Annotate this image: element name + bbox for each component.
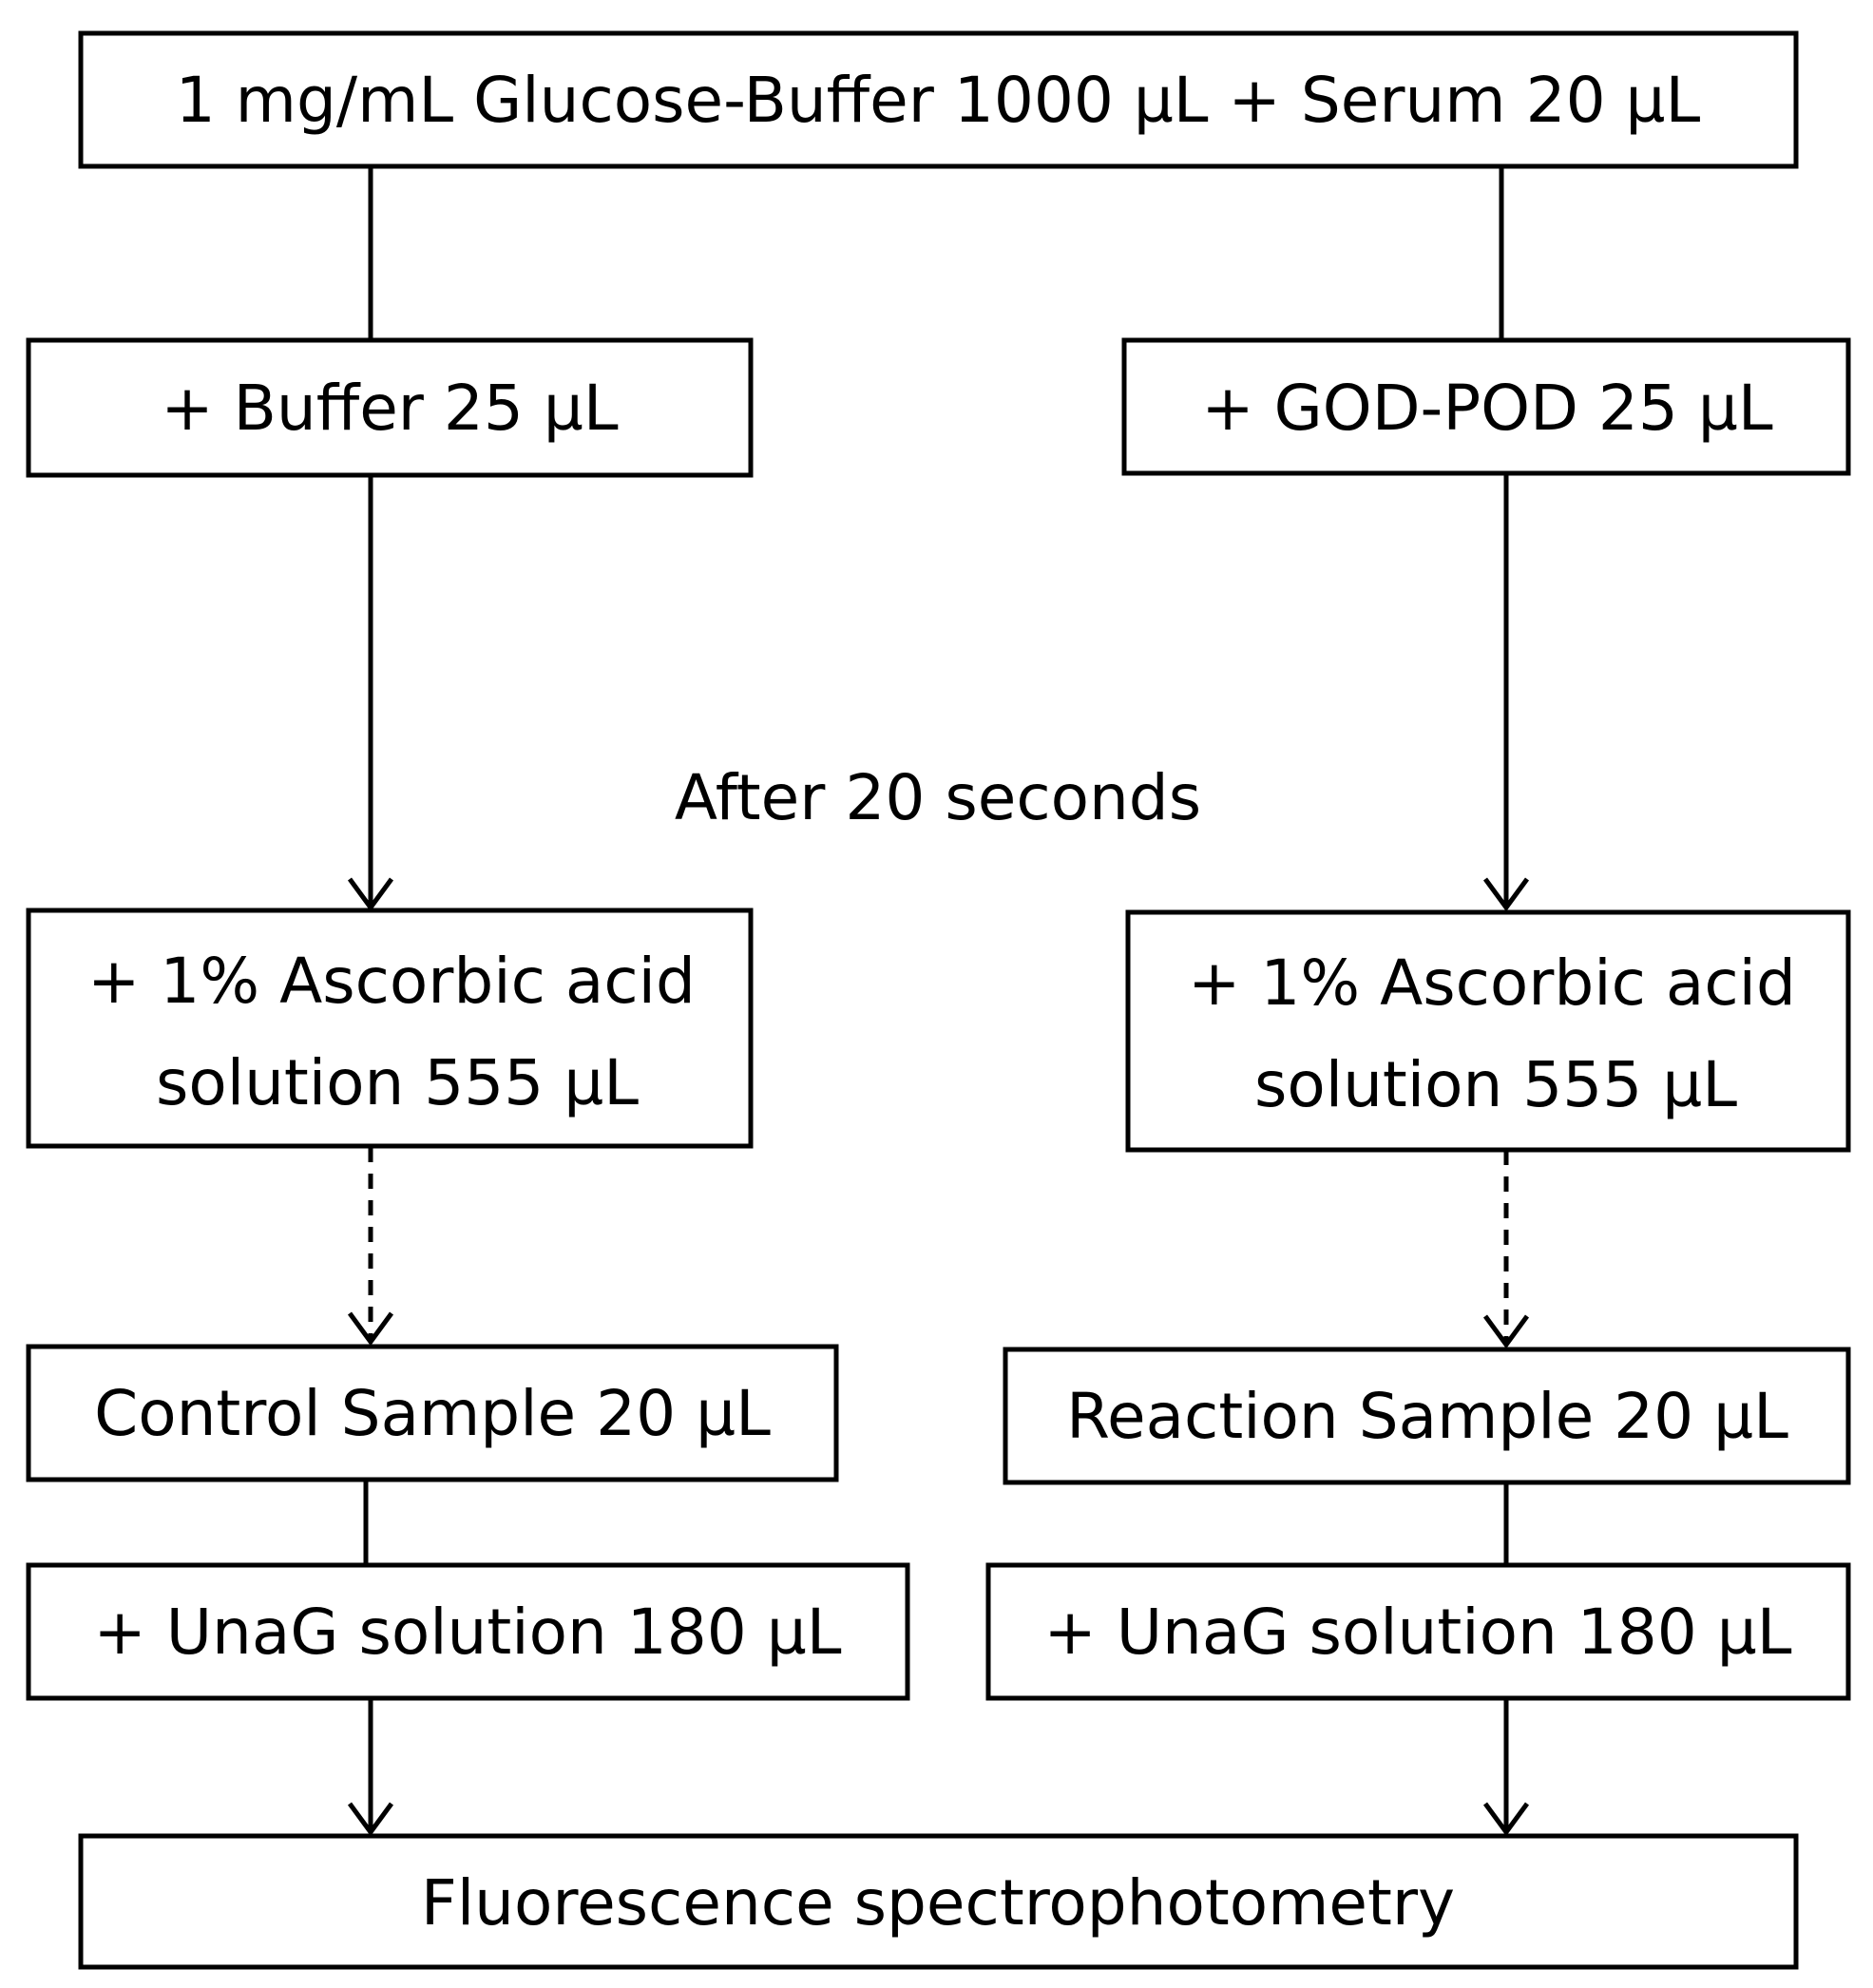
right-acid-box: + 1% Ascorbic acid solution 555 µL [1125, 909, 1851, 1153]
bottom-box: Fluorescence spectrophotometry [78, 1833, 1799, 1970]
arrow-right-add-to-acid [1482, 475, 1530, 912]
dashed-arrow-left-acid-to-sample [347, 1147, 394, 1347]
right-sample-label: Reaction Sample 20 µL [1066, 1380, 1788, 1453]
top-box-label: 1 mg/mL Glucose-Buffer 1000 µL + Serum 2… [176, 64, 1701, 137]
left-unag-box: + UnaG solution 180 µL [26, 1562, 910, 1701]
timing-label: After 20 seconds [675, 761, 1201, 834]
right-acid-line2: solution 555 µL [1254, 1048, 1737, 1121]
left-acid-line1: + 1% Ascorbic acid [87, 945, 696, 1018]
right-add-label: + GOD-POD 25 µL [1201, 372, 1773, 445]
dashed-arrow-right-acid-to-sample [1482, 1150, 1530, 1349]
right-unag-box: + UnaG solution 180 µL [985, 1562, 1851, 1701]
left-acid-box: + 1% Ascorbic acid solution 555 µL [26, 908, 754, 1149]
right-unag-label: + UnaG solution 180 µL [1043, 1596, 1791, 1669]
left-add-box: + Buffer 25 µL [26, 337, 754, 478]
arrow-left-unag-to-bottom [347, 1698, 394, 1837]
left-add-label: + Buffer 25 µL [161, 372, 619, 445]
arrow-right-unag-to-bottom [1482, 1698, 1530, 1837]
top-box: 1 mg/mL Glucose-Buffer 1000 µL + Serum 2… [78, 30, 1799, 169]
arrow-left-add-to-acid [347, 475, 394, 912]
left-unag-label: + UnaG solution 180 µL [93, 1596, 841, 1669]
left-sample-label: Control Sample 20 µL [94, 1377, 771, 1450]
right-sample-box: Reaction Sample 20 µL [1003, 1347, 1851, 1485]
right-acid-line1: + 1% Ascorbic acid [1188, 946, 1796, 1020]
left-acid-line2: solution 555 µL [156, 1046, 639, 1119]
right-add-box: + GOD-POD 25 µL [1121, 337, 1851, 476]
connectors [347, 166, 1530, 1837]
bottom-box-label: Fluorescence spectrophotometry [421, 1866, 1455, 1940]
left-sample-box: Control Sample 20 µL [26, 1344, 839, 1482]
